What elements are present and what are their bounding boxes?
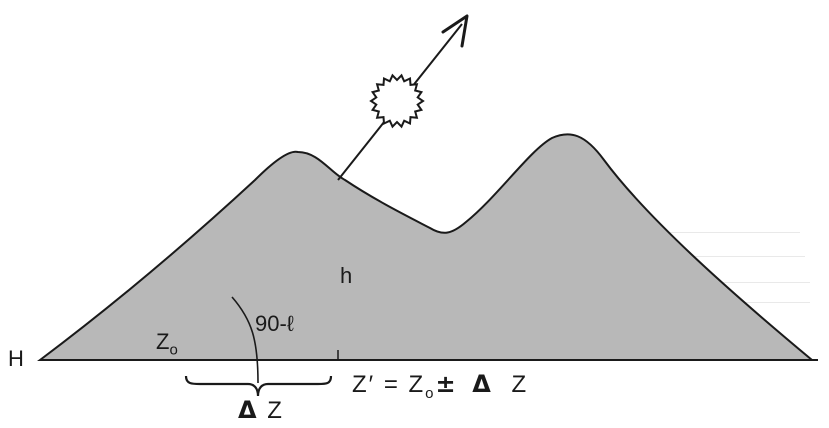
equation-subscript: o [425,384,436,402]
height-label: h [340,263,353,288]
arrow-head-icon [441,14,469,48]
mountain-silhouette [37,133,815,361]
zenith-distance-label: Zo [156,329,178,359]
equation-label: Z′ = Zo± Δ Z [352,372,528,401]
scan-artifact [560,232,800,233]
equation-plus-minus: ± [435,370,458,398]
z-subscript: o [169,341,178,359]
delta-symbol: Δ [238,396,259,424]
angle-arc [231,296,259,384]
sun-outline [369,73,425,129]
equation-z-prime: Z′ = Z [352,371,426,398]
delta-z-label: Δ Z [238,398,284,423]
equation-z-end: Z [511,371,529,398]
horizon-label: H [8,346,24,371]
equation-delta: Δ [472,370,493,398]
delta-z-letter: Z [267,397,284,424]
angle-label: 90-ℓ [255,311,294,336]
sun-icon [369,73,425,129]
delta-z-brace [184,375,333,397]
z-letter: Z [156,329,170,354]
